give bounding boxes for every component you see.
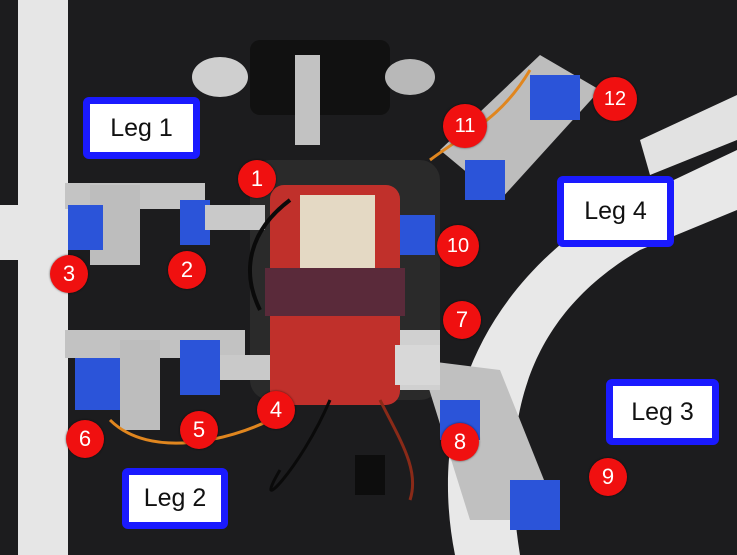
leg1-coxa <box>205 205 265 230</box>
sensor-tip-right <box>385 59 435 95</box>
servo-badge-2: 2 <box>168 251 206 289</box>
leg4-servo-b <box>465 160 505 200</box>
wire-black-2 <box>269 399 332 492</box>
servo-badge-4: 4 <box>257 391 295 429</box>
leg2-femur <box>120 340 160 430</box>
servo-badge-3: 3 <box>50 255 88 293</box>
servo-badge-11: 11 <box>443 104 487 148</box>
wire-red <box>378 399 415 501</box>
leg4-servo-a <box>530 75 580 120</box>
leg-label-4: Leg 4 <box>557 176 674 247</box>
leg3-servo-b <box>510 480 560 530</box>
leg-label-3: Leg 3 <box>606 379 719 445</box>
servo-badge-9: 9 <box>589 458 627 496</box>
leg-label-2: Leg 2 <box>122 468 228 529</box>
leg-label-1: Leg 1 <box>83 97 200 159</box>
servo-badge-8: 8 <box>441 423 479 461</box>
leg2-servo-b <box>180 340 220 395</box>
battery-strap <box>265 268 405 316</box>
leg1-servo-a <box>68 205 103 250</box>
servo-badge-6: 6 <box>66 420 104 458</box>
sensor-tip-left <box>192 57 248 97</box>
servo-badge-1: 1 <box>238 160 276 198</box>
tape-stub-left <box>0 205 20 260</box>
leg4-servo-c <box>400 215 435 255</box>
servo-badge-7: 7 <box>443 301 481 339</box>
servo-badge-12: 12 <box>593 77 637 121</box>
servo-badge-10: 10 <box>437 225 479 267</box>
wire-black-1 <box>248 198 292 311</box>
sensor-mount <box>295 55 320 145</box>
servo-badge-5: 5 <box>180 411 218 449</box>
usb-connector <box>395 345 440 385</box>
tape-segment-top-right <box>640 95 737 175</box>
connector-block <box>355 455 385 495</box>
